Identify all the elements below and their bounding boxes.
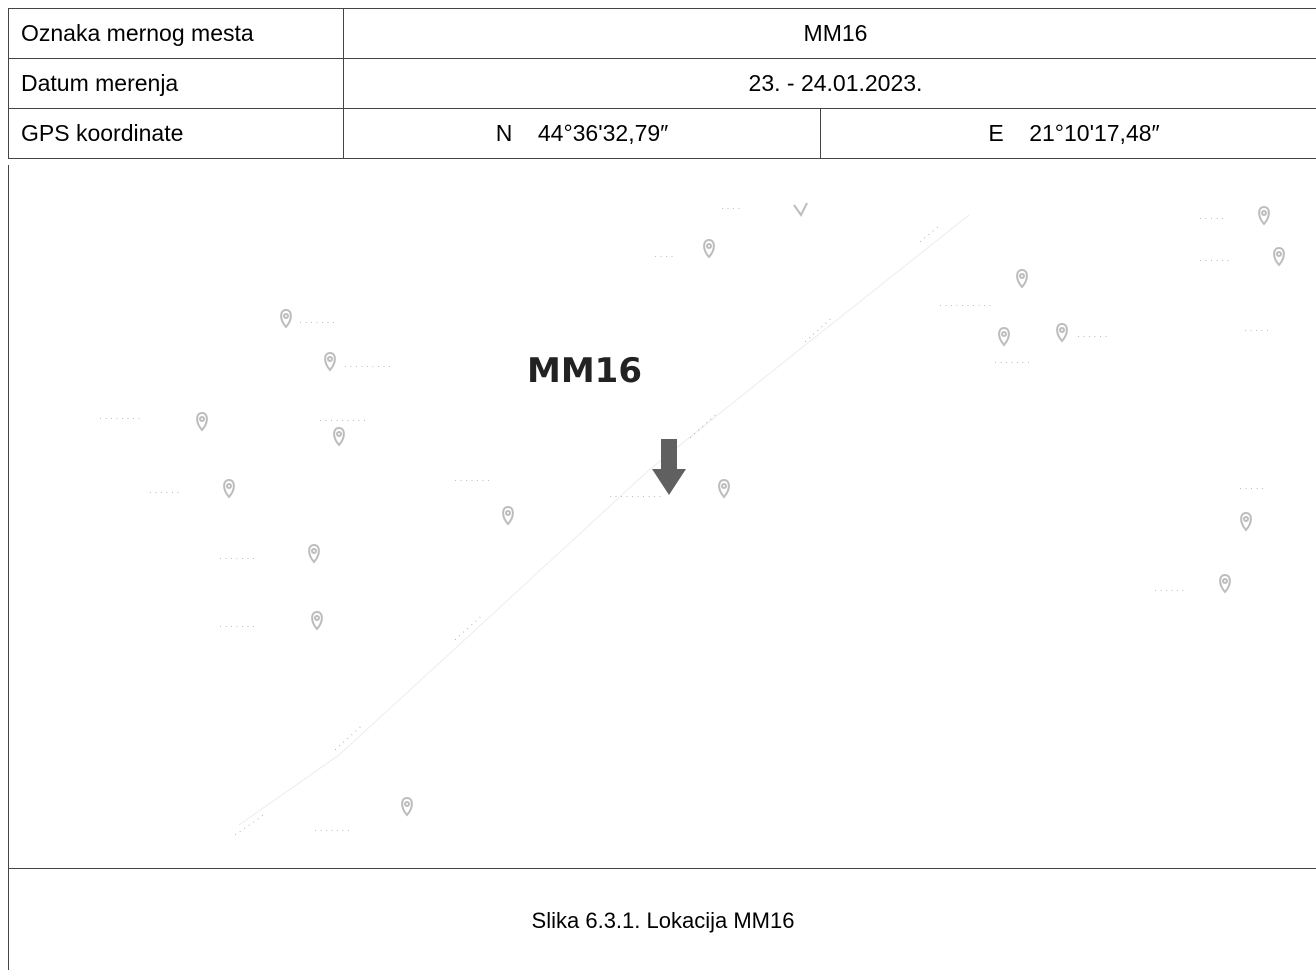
map-pin-icon	[704, 240, 714, 257]
map-pin-icon	[1274, 248, 1284, 265]
map-pin-icon	[503, 507, 513, 524]
down-arrow-icon	[652, 439, 686, 495]
row-value-measurement-point: MM16	[344, 9, 1316, 59]
location-map: · · · · · · · · · · · · · · · · · · · · …	[8, 165, 1316, 869]
map-pin-icon	[309, 545, 319, 562]
row-value-measurement-date: 23. - 24.01.2023.	[344, 59, 1316, 109]
map-poi-label: · · · · ·	[1199, 213, 1224, 223]
map-poi-label: · · · · · ·	[149, 487, 180, 497]
map-poi-label: · · · · ·	[1244, 325, 1269, 335]
map-poi-label: · · · ·	[721, 203, 741, 213]
map-pin-icon	[197, 413, 207, 430]
map-pin-icon	[1017, 270, 1027, 287]
map-poi-label: · · · · · · · ·	[99, 413, 140, 423]
map-pin-icon	[334, 428, 344, 445]
map-pin-icon	[1259, 207, 1269, 224]
map-poi-label: · · · · · · · · · ·	[609, 491, 661, 501]
location-label: MM16	[527, 351, 642, 391]
map-poi-label: · · · · · · · · ·	[319, 415, 366, 425]
gps-east-value: E 21°10'17,48″	[821, 109, 1316, 159]
map-poi-label: · · · · · · · · · ·	[939, 300, 991, 310]
map-poi-label: · · · · · · ·	[299, 317, 335, 327]
map-poi-label: · · · · ·	[1239, 483, 1264, 493]
map-poi-label: · · · · · ·	[1077, 331, 1108, 341]
map-pin-icon	[312, 612, 322, 629]
map-pin-icon	[1057, 324, 1067, 341]
map-poi-label: · · · ·	[654, 251, 674, 261]
map-pin-icon	[224, 480, 234, 497]
table-row: GPS koordinate N 44°36'32,79″ E 21°10'17…	[9, 109, 1316, 159]
map-poi-label: · · · · · · ·	[314, 825, 350, 835]
map-pin-icon	[999, 328, 1009, 345]
map-poi-label: · · · · · · ·	[219, 621, 255, 631]
row-label-measurement-point: Oznaka mernog mesta	[9, 9, 344, 59]
map-graphics	[9, 165, 1316, 868]
caption-area: Slika 6.3.1. Lokacija MM16	[8, 868, 1316, 970]
map-poi-label: · · · · · ·	[1199, 255, 1230, 265]
map-pins	[197, 203, 1284, 815]
map-poi-label: · · · · · · · · ·	[344, 361, 391, 371]
figure-caption: Slika 6.3.1. Lokacija MM16	[9, 908, 1316, 934]
map-pin-icon	[794, 203, 807, 215]
map-pin-icon	[1220, 575, 1230, 592]
table-row: Oznaka mernog mesta MM16	[9, 9, 1316, 59]
map-pin-icon	[402, 798, 412, 815]
measurement-info-table: Oznaka mernog mesta MM16 Datum merenja 2…	[8, 8, 1316, 159]
row-label-gps: GPS koordinate	[9, 109, 344, 159]
map-pin-icon	[281, 310, 291, 327]
map-pin-icon	[719, 480, 729, 497]
table-row: Datum merenja 23. - 24.01.2023.	[9, 59, 1316, 109]
row-label-measurement-date: Datum merenja	[9, 59, 344, 109]
gps-north-value: N 44°36'32,79″	[344, 109, 821, 159]
document-page: Oznaka mernog mesta MM16 Datum merenja 2…	[8, 8, 1316, 970]
map-pin-icon	[1241, 513, 1251, 530]
map-poi-label: · · · · · · ·	[994, 357, 1030, 367]
map-poi-label: · · · · · · ·	[219, 553, 255, 563]
map-poi-label: · · · · · ·	[1154, 585, 1185, 595]
map-poi-label: · · · · · · ·	[454, 475, 490, 485]
map-pin-icon	[325, 353, 335, 370]
